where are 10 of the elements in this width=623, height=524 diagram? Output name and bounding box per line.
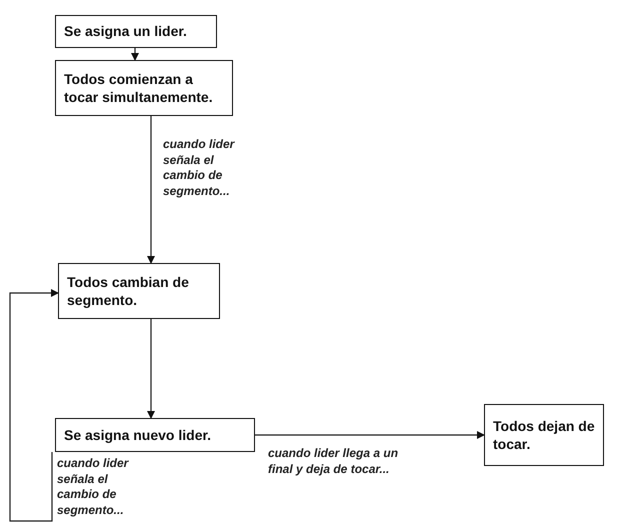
process-box: Todos dejan de tocar. — [484, 404, 604, 466]
arrow — [147, 116, 155, 264]
process-box: Se asigna un lider. — [55, 15, 217, 48]
arrow — [131, 48, 139, 61]
process-box: Todos cambian de segmento. — [58, 263, 220, 319]
arrow — [147, 319, 155, 419]
process-box: Todos comienzan a tocar simultanemente. — [55, 60, 233, 116]
arrow — [255, 431, 485, 439]
process-box: Se asigna nuevo lider. — [55, 418, 255, 452]
arrow — [9, 289, 59, 522]
